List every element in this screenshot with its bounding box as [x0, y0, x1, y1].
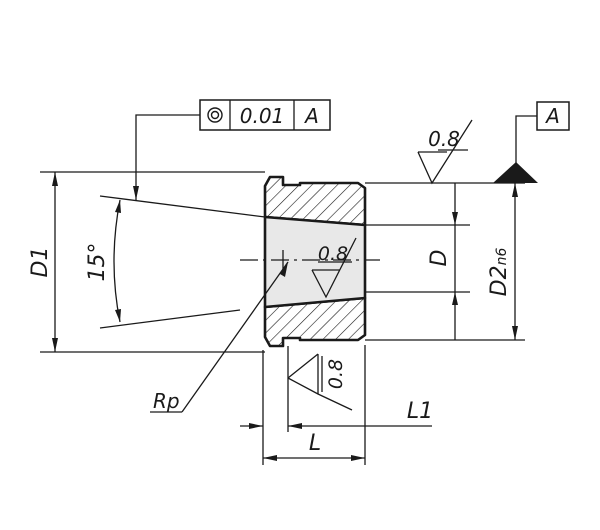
concentricity-icon — [207, 107, 223, 123]
label-l: L — [309, 431, 321, 456]
dim-d1: D1 — [28, 172, 58, 352]
roughness-face: 0.8 — [287, 353, 353, 411]
datum-a-label: A — [544, 104, 560, 128]
label-d2-tolerance: n6 — [494, 248, 510, 266]
label-radius: Rp — [153, 389, 180, 413]
label-d1: D1 — [28, 247, 53, 278]
label-d2: D2 — [487, 265, 512, 296]
dim-d: D — [427, 183, 458, 340]
roughness-bore-value: 0.8 — [318, 243, 348, 265]
roughness-top-value: 0.8 — [428, 127, 460, 151]
hatched-wall-bottom — [263, 296, 367, 348]
datum-triangle — [493, 162, 538, 183]
feature-control-frame: 0.01 A — [133, 99, 331, 200]
roughness-face-value: 0.8 — [325, 359, 347, 389]
roughness-top: 0.8 — [417, 119, 473, 185]
conical-bore — [263, 215, 367, 309]
label-l1: L1 — [407, 399, 433, 424]
extension-lines — [40, 171, 525, 465]
roughness-bore: 0.8 — [311, 237, 357, 299]
dim-l: L — [263, 431, 365, 461]
label-d: D — [427, 250, 452, 267]
fcf-tolerance: 0.01 — [240, 104, 285, 128]
datum-a: A — [493, 101, 570, 183]
dim-l1: L1 — [240, 399, 433, 429]
svg-text:D2n6: D2n6 — [487, 248, 512, 297]
dim-d2: D2n6 — [487, 183, 518, 340]
label-angle: 15° — [85, 243, 110, 282]
dim-angle: 15° — [85, 199, 121, 323]
part-section — [240, 175, 380, 348]
radius-leader: Rp — [150, 250, 289, 413]
fcf-datum: A — [303, 104, 319, 128]
